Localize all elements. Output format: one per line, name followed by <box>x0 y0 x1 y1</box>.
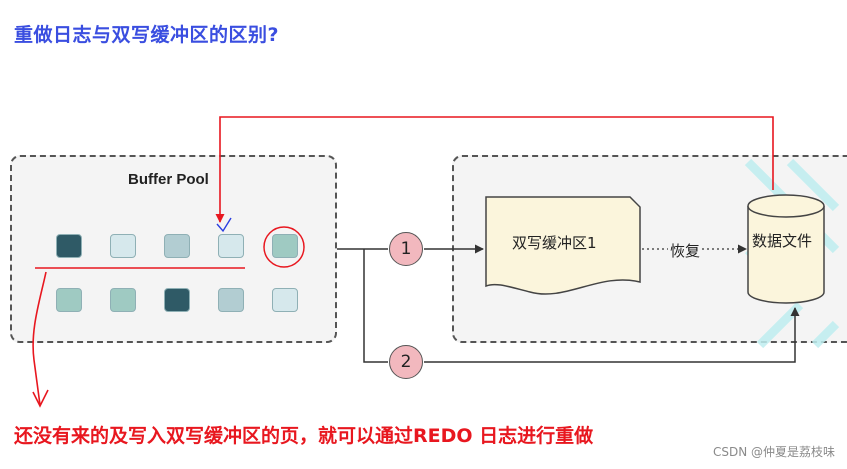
buffer-page <box>272 288 298 312</box>
buffer-page <box>110 234 136 258</box>
buffer-pool-label: Buffer Pool <box>128 171 209 188</box>
buffer-page <box>56 288 82 312</box>
flow-arrow-to-datafile <box>424 307 800 363</box>
doublewrite-buffer-label: 双写缓冲区1 <box>512 234 597 252</box>
annotation-note: 还没有来的及写入双写缓冲区的页，就可以通过REDO 日志进行重做 <box>14 425 594 447</box>
step-1-badge: 1 <box>389 232 423 266</box>
buffer-page <box>272 234 298 258</box>
annotation-down-arrow <box>32 271 47 406</box>
annotation-circle <box>263 226 305 268</box>
doublewrite-buffer-shape <box>485 196 641 295</box>
buffer-page <box>218 234 244 258</box>
watermark: CSDN @仲夏是荔枝味 <box>712 445 835 459</box>
step-2-badge: 2 <box>389 345 423 379</box>
data-file-label: 数据文件 <box>752 232 813 250</box>
annotation-recovery-arrow <box>215 116 774 223</box>
buffer-page <box>164 288 190 312</box>
data-file-cylinder <box>747 194 825 304</box>
recover-label: 恢复 <box>668 240 703 261</box>
buffer-page <box>164 234 190 258</box>
page-title: 重做日志与双写缓冲区的区别? <box>14 24 280 46</box>
buffer-page <box>56 234 82 258</box>
buffer-page <box>110 288 136 312</box>
flow-line-branch <box>363 249 388 363</box>
buffer-page <box>218 288 244 312</box>
check-mark-icon <box>216 217 232 233</box>
annotation-arrowhead <box>32 389 49 408</box>
